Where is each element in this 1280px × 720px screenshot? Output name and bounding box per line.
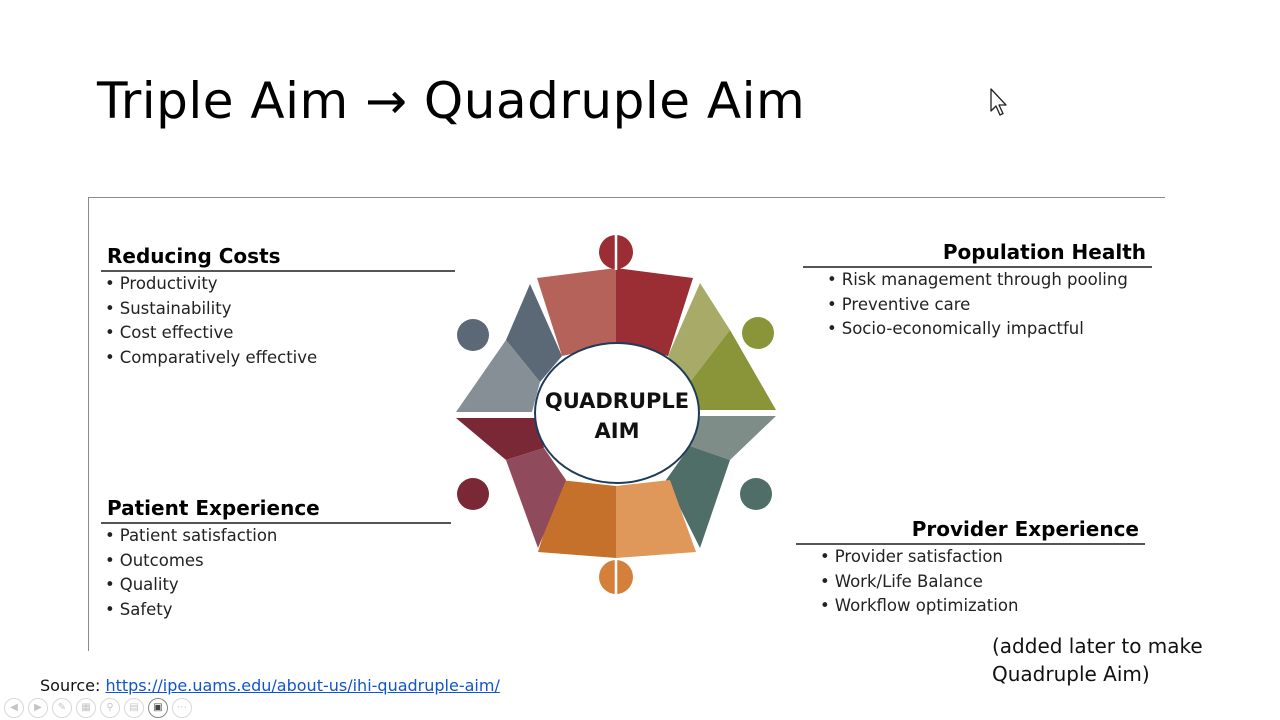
list-item: Safety (105, 598, 451, 623)
list-item: Socio-economically impactful (827, 317, 1152, 342)
quadruple-aim-wheel: QUADRUPLE AIM (456, 234, 776, 595)
wheel-dot-lower-left (457, 478, 489, 510)
list-item: Provider satisfaction (820, 545, 1145, 570)
bullet-list: Productivity Sustainability Cost effecti… (101, 272, 455, 370)
wheel-petal-lower-left-a (456, 418, 544, 460)
source-label: Source: (40, 676, 106, 695)
list-item: Workflow optimization (820, 594, 1145, 619)
wheel-dot-upper-left (457, 319, 489, 351)
figure-frame (88, 197, 1165, 651)
list-item: Work/Life Balance (820, 570, 1145, 595)
wheel-petal-upper-left-a (506, 284, 562, 382)
more-icon[interactable]: ⋯ (172, 698, 192, 718)
added-note: (added later to make Quadruple Aim) (992, 632, 1203, 688)
slide-title: Triple Aim → Quadruple Aim (97, 72, 806, 130)
wheel-petal-top-right (616, 268, 693, 356)
slides-icon[interactable]: ▦ (76, 698, 96, 718)
mouse-cursor-icon (990, 88, 1007, 116)
wheel-petal-upper-right-b (690, 330, 776, 410)
list-item: Outcomes (105, 549, 451, 574)
note-line: (added later to make (992, 634, 1203, 658)
wheel-petal-bottom-right (616, 480, 696, 558)
source-citation: Source: https://ipe.uams.edu/about-us/ih… (40, 676, 500, 695)
section-title: Population Health (803, 239, 1152, 268)
list-item: Quality (105, 573, 451, 598)
wheel-center-label-line2: AIM (595, 419, 640, 443)
presentation-toolbar: ◀ ▶ ✎ ▦ ⚲ ▤ ▣ ⋯ (4, 698, 192, 718)
list-item: Comparatively effective (105, 346, 455, 371)
wheel-dot-lower-right (740, 478, 772, 510)
wheel-petal-upper-left-b (456, 340, 540, 412)
section-title: Provider Experience (796, 516, 1145, 545)
note-line: Quadruple Aim) (992, 662, 1150, 686)
section-reducing-costs: Reducing Costs Productivity Sustainabili… (101, 243, 455, 370)
wheel-petal-upper-right-a (668, 283, 730, 382)
wheel-petal-lower-right-b (666, 446, 730, 548)
list-item: Productivity (105, 272, 455, 297)
wheel-petal-lower-left-b (506, 448, 566, 548)
list-item: Cost effective (105, 321, 455, 346)
zoom-icon[interactable]: ⚲ (100, 698, 120, 718)
wheel-petal-lower-right-a (690, 416, 776, 460)
wheel-dot-upper-right (742, 317, 774, 349)
source-link[interactable]: https://ipe.uams.edu/about-us/ihi-quadru… (105, 676, 500, 695)
bullet-list: Risk management through pooling Preventi… (803, 268, 1152, 342)
section-provider-experience: Provider Experience Provider satisfactio… (796, 516, 1145, 619)
prev-icon[interactable]: ◀ (4, 698, 24, 718)
wheel-center-label-line1: QUADRUPLE (545, 389, 689, 413)
list-item: Sustainability (105, 297, 455, 322)
bullet-list: Patient satisfaction Outcomes Quality Sa… (101, 524, 451, 622)
list-item: Risk management through pooling (827, 268, 1152, 293)
bullet-list: Provider satisfaction Work/Life Balance … (796, 545, 1145, 619)
section-title: Reducing Costs (101, 243, 455, 272)
section-patient-experience: Patient Experience Patient satisfaction … (101, 495, 451, 622)
subtitles-icon[interactable]: ▤ (124, 698, 144, 718)
list-item: Preventive care (827, 293, 1152, 318)
camera-icon[interactable]: ▣ (148, 698, 168, 718)
pen-icon[interactable]: ✎ (52, 698, 72, 718)
next-icon[interactable]: ▶ (28, 698, 48, 718)
list-item: Patient satisfaction (105, 524, 451, 549)
wheel-petal-top-left (537, 268, 616, 356)
section-population-health: Population Health Risk management throug… (803, 239, 1152, 342)
wheel-center (534, 342, 700, 484)
section-title: Patient Experience (101, 495, 451, 524)
